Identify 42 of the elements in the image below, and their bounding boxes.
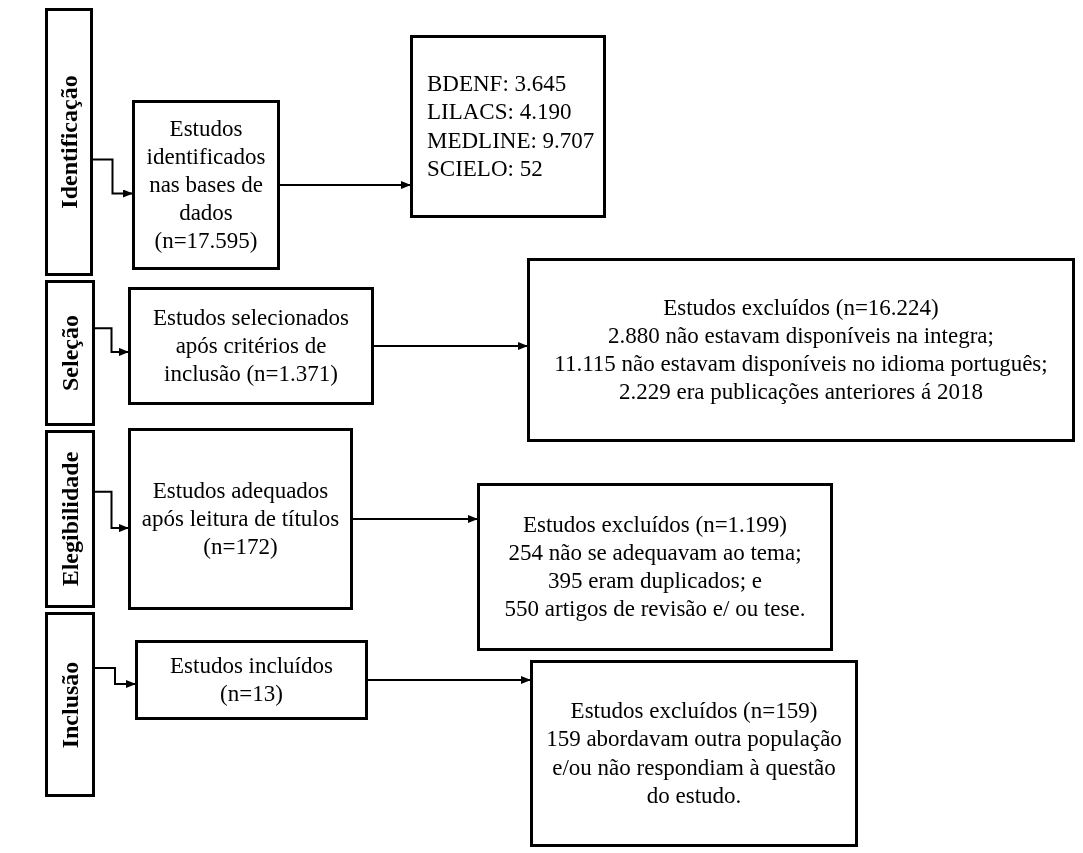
process-box	[527, 258, 1075, 442]
box-text: Estudos adequados após leitura de títulos (n=172)	[140, 476, 341, 561]
stage-label: Inclusão	[56, 661, 84, 748]
arrow	[94, 327, 129, 356]
box-text: 2.229 era publicações anteriores á 2018	[619, 378, 983, 407]
box-text: Estudos selecionados após critérios de inclusão (n=1.371)	[151, 303, 351, 388]
stage-label: Seleção	[56, 315, 84, 391]
box-text: 2.880 não estavam disponíveis na integra;	[608, 321, 994, 350]
box-text: Estudos incluídos (n=13)	[169, 651, 334, 708]
box-text: BDENF: 3.645	[427, 70, 567, 99]
box-text: LILACS: 4.190	[427, 98, 572, 127]
box-text: 159 abordavam outra população e/ou não respondiam à questão do estudo.	[545, 725, 843, 810]
box-text: 254 não se adequavam ao tema;	[508, 538, 802, 567]
box-text: MEDLINE: 9.707	[427, 126, 595, 155]
stage-label-box	[45, 430, 95, 608]
arrow	[94, 667, 136, 688]
box-text: Estudos excluídos (n=16.224)	[663, 293, 939, 322]
box-text: SCIELO: 52	[427, 154, 543, 183]
process-box	[128, 287, 374, 405]
arrow	[94, 490, 129, 533]
box-text: Estudos excluídos (n=159)	[570, 697, 818, 726]
box-text: 395 eram duplicados; e	[548, 567, 762, 595]
stage-label-box	[45, 280, 95, 426]
process-box	[530, 660, 858, 847]
arrow	[279, 181, 411, 189]
box-text: 11.115 não estavam disponíveis no idioma português;	[554, 350, 1048, 378]
process-box	[132, 100, 280, 270]
stage-label-box	[45, 612, 95, 797]
stage-label-box	[45, 8, 93, 276]
box-text: Estudos excluídos (n=1.199)	[523, 510, 787, 539]
arrow	[352, 515, 478, 523]
arrow	[367, 676, 531, 684]
process-box	[128, 428, 353, 610]
box-text: 550 artigos de revisão e/ ou tese.	[504, 595, 806, 624]
stage-label: Identificação	[55, 75, 83, 209]
process-box	[477, 483, 833, 651]
process-box	[135, 640, 368, 720]
box-text: Estudos identificados nas bases de dados (n=17.595)	[145, 114, 267, 256]
process-box	[410, 35, 606, 218]
arrow	[373, 342, 528, 350]
stage-label: Elegibilidade	[56, 451, 84, 587]
arrow	[92, 158, 133, 198]
